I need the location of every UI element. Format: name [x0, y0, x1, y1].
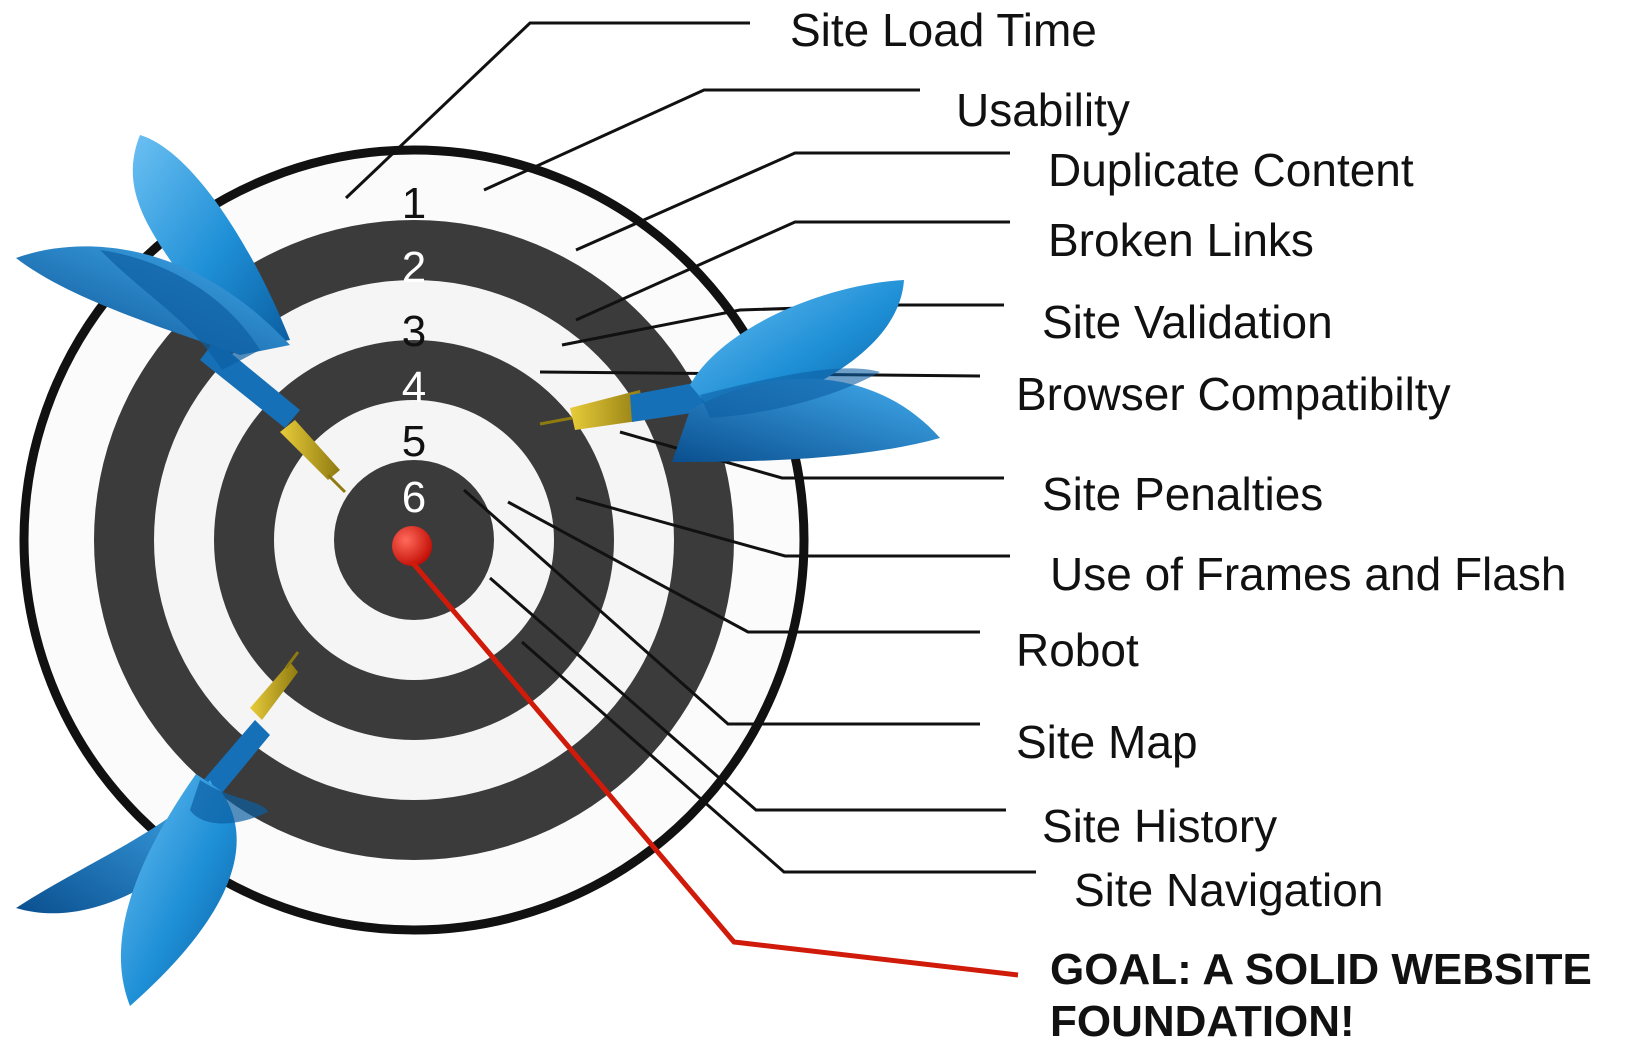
goal-line-1: GOAL: A SOLID WEBSITE [1050, 945, 1592, 994]
leader-line-site-history [489, 576, 1006, 812]
goal-line-2: FOUNDATION! [1050, 997, 1355, 1044]
ring-number-6: 6 [402, 473, 426, 522]
labels: Site Load Time Usability Duplicate Conte… [790, 4, 1592, 1044]
label-site-navigation: Site Navigation [1074, 864, 1383, 916]
leader-line-site-penalties [619, 430, 1004, 480]
label-usability: Usability [956, 84, 1130, 136]
label-browser-compatibility: Browser Compatibilty [1016, 368, 1451, 420]
ring-number-5: 5 [402, 417, 426, 466]
bullseye-dot-icon [392, 526, 432, 566]
leader-line-site-map [463, 488, 980, 726]
leader-line-site-navigation [521, 640, 1036, 874]
leader-line-frames-flash [575, 496, 1010, 558]
leader-line-site-load-time [344, 21, 750, 200]
label-site-history: Site History [1042, 800, 1277, 852]
dart-icon [16, 651, 300, 1006]
leader-line-broken-links [575, 220, 1010, 322]
ring-number-4: 4 [402, 363, 426, 412]
ring-number-1: 1 [402, 179, 426, 228]
ring-numbers: 1 2 3 4 5 6 [402, 179, 426, 522]
label-robot: Robot [1016, 624, 1139, 676]
leader-line-robot [507, 500, 980, 634]
label-duplicate-content: Duplicate Content [1048, 144, 1414, 196]
ring-number-2: 2 [402, 243, 426, 292]
leader-line-duplicate-content [575, 151, 1010, 252]
dart-icon [16, 135, 347, 494]
leader-line-usability [483, 88, 920, 192]
label-site-validation: Site Validation [1042, 296, 1333, 348]
label-frames-flash: Use of Frames and Flash [1050, 548, 1566, 600]
label-site-penalties: Site Penalties [1042, 468, 1323, 520]
goal-leader-line [410, 560, 1019, 978]
label-broken-links: Broken Links [1048, 214, 1314, 266]
dart-icon [539, 280, 940, 462]
ring-number-3: 3 [402, 307, 426, 356]
label-site-load-time: Site Load Time [790, 4, 1097, 56]
label-site-map: Site Map [1016, 716, 1198, 768]
